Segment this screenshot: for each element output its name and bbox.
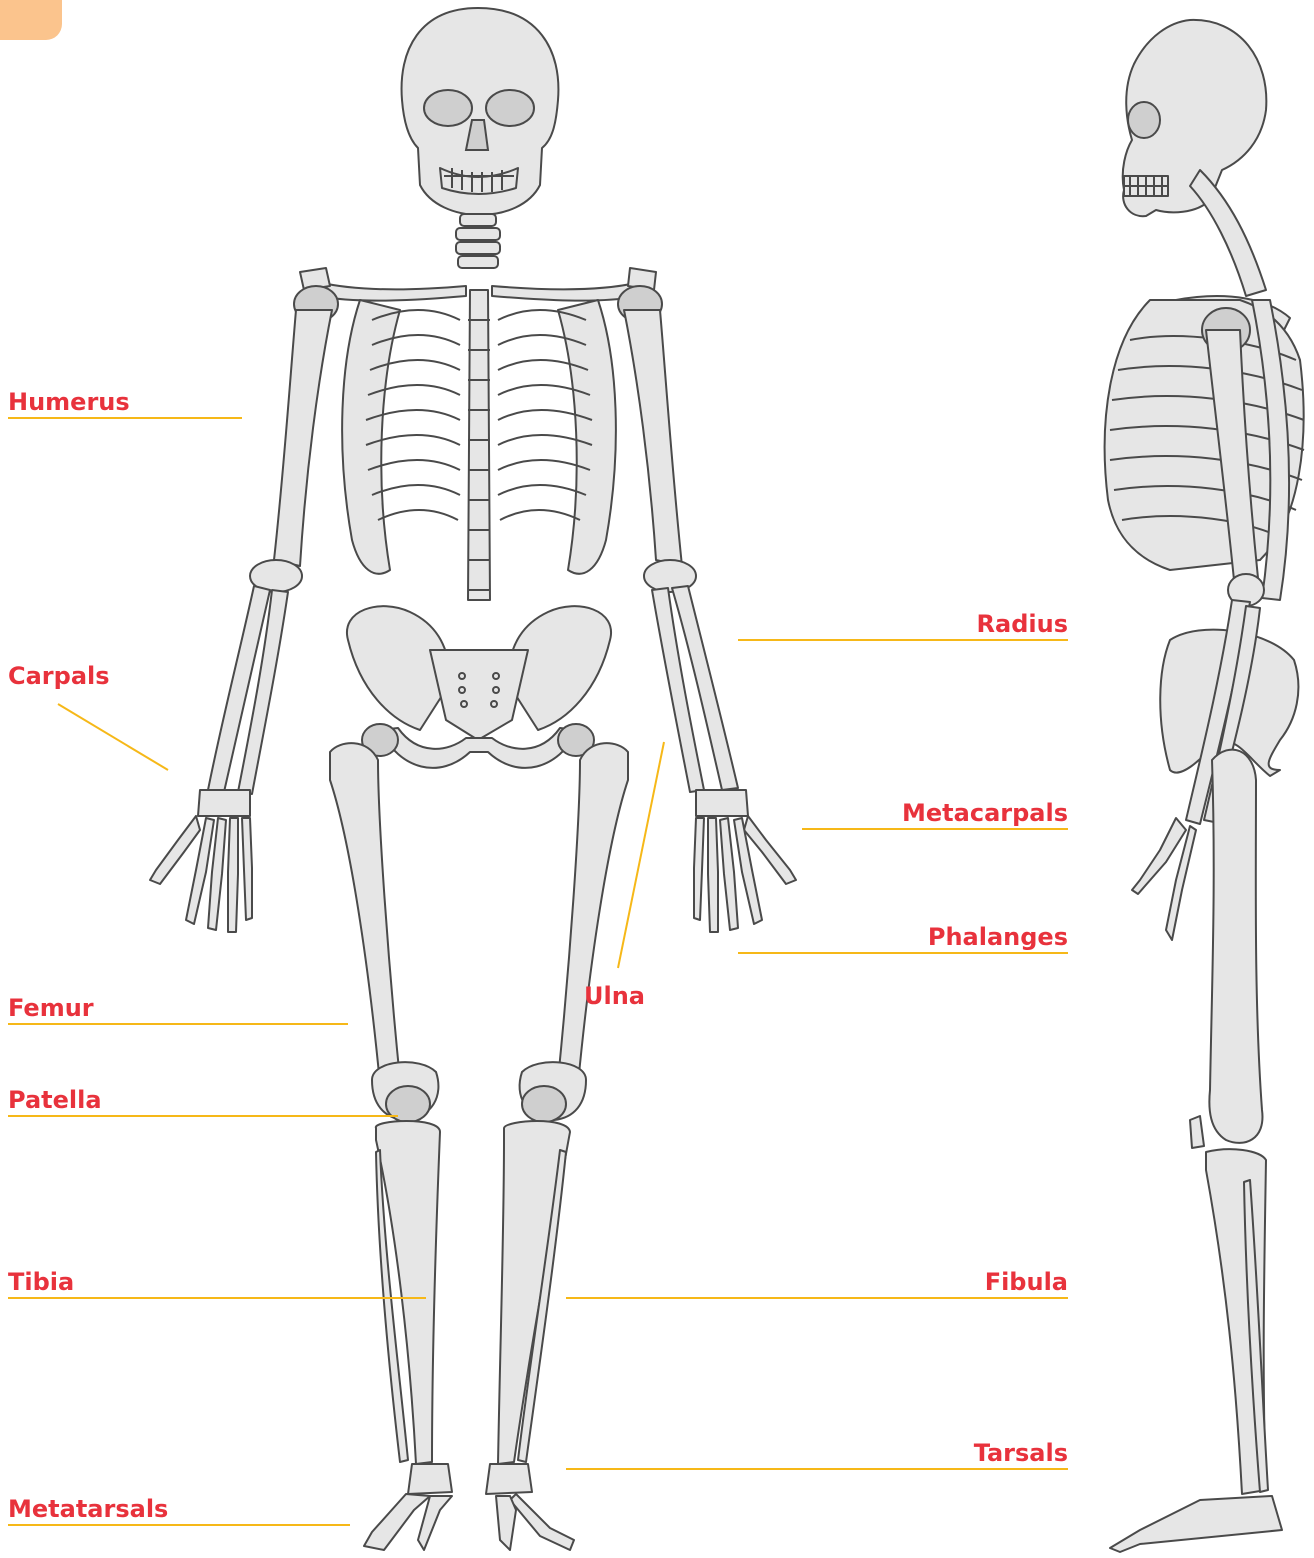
label-carpals: Carpals xyxy=(8,664,110,688)
front-cervical-spine xyxy=(456,214,500,268)
label-metatarsals: Metatarsals xyxy=(8,1497,168,1521)
front-ribcage xyxy=(342,290,616,600)
label-tarsals: Tarsals xyxy=(974,1441,1068,1465)
front-skull xyxy=(402,8,559,215)
front-left-leg xyxy=(330,724,452,1550)
label-femur: Femur xyxy=(8,996,94,1020)
label-tibia: Tibia xyxy=(8,1270,74,1294)
label-humerus: Humerus xyxy=(8,390,130,414)
front-left-arm xyxy=(150,286,338,932)
side-cervical-spine xyxy=(1190,170,1266,296)
label-metacarpals: Metacarpals xyxy=(902,801,1068,825)
front-skeleton xyxy=(150,8,796,1550)
front-clavicle-right xyxy=(492,282,640,301)
side-skeleton xyxy=(1105,20,1304,1552)
label-phalanges: Phalanges xyxy=(928,925,1068,949)
front-clavicle-left xyxy=(318,282,466,301)
label-radius: Radius xyxy=(977,612,1068,636)
label-ulna: Ulna xyxy=(584,984,645,1008)
side-leg xyxy=(1110,750,1282,1552)
leader-carpals xyxy=(58,704,168,770)
label-fibula: Fibula xyxy=(985,1270,1068,1294)
front-right-leg xyxy=(486,724,628,1550)
label-patella: Patella xyxy=(8,1088,102,1112)
